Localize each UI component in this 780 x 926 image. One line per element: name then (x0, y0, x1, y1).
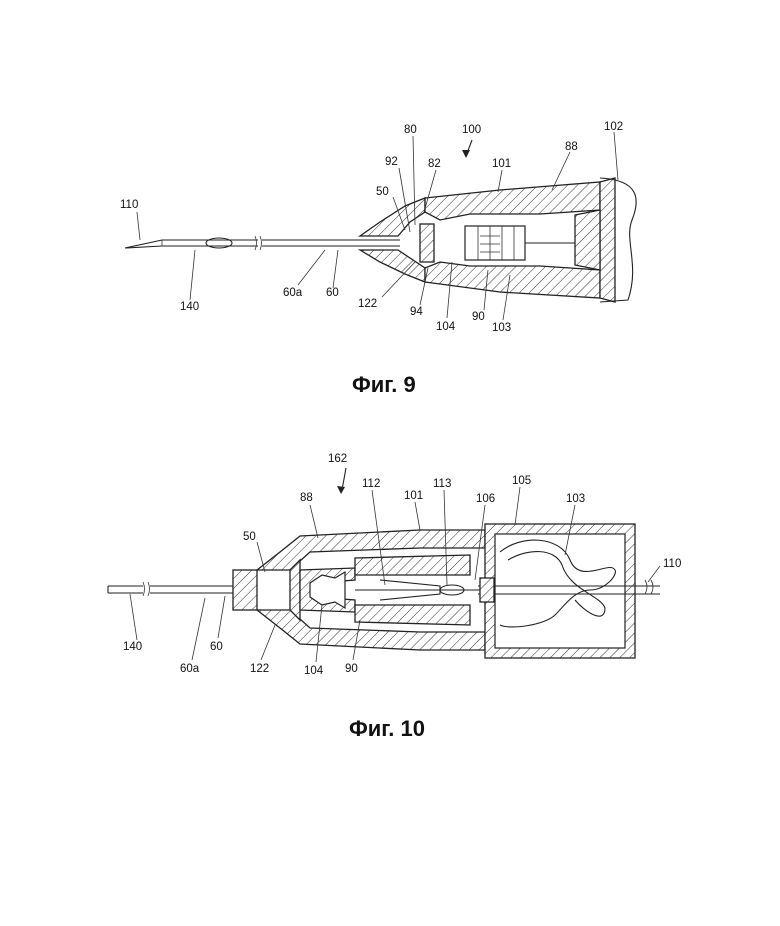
fig10-label: 106 (476, 493, 495, 505)
fig10-label: 112 (362, 478, 380, 490)
fig10-label: 162 (328, 453, 347, 465)
fig9-label: 122 (358, 298, 377, 310)
fig10-label: 110 (663, 558, 681, 570)
fig9-label: 100 (462, 124, 481, 136)
fig9-label: 92 (385, 156, 398, 168)
figure-10-caption: Фиг. 10 (349, 716, 425, 742)
fig10-label: 104 (304, 665, 324, 677)
fig9-label: 90 (472, 311, 485, 323)
fig10-label: 90 (345, 663, 358, 675)
fig9-label: 140 (180, 301, 199, 313)
fig9-label: 88 (565, 141, 578, 153)
fig9-label: 104 (436, 321, 456, 333)
fig10-label: 101 (404, 490, 423, 502)
fig9-label: 60 (326, 287, 339, 299)
fig10-label: 88 (300, 492, 313, 504)
fig10-label: 122 (250, 663, 269, 675)
fig10-needle (108, 570, 257, 610)
figure-10-drawing: 162 88 112 101 113 106 105 103 110 50 14… (108, 453, 681, 677)
fig9-label: 82 (428, 158, 441, 170)
fig10-label: 60a (180, 663, 200, 675)
fig10-hub (257, 524, 660, 658)
figure-9-caption: Фиг. 9 (352, 372, 416, 398)
fig9-label: 50 (376, 186, 389, 198)
fig10-label: 113 (433, 478, 451, 490)
fig9-label: 102 (604, 121, 623, 133)
fig9-label: 60a (283, 287, 303, 299)
fig9-label: 80 (404, 124, 417, 136)
fig9-label: 94 (410, 306, 423, 318)
fig9-label: 101 (492, 158, 511, 170)
figure-9-drawing: 110 140 60a 60 122 94 104 90 103 50 92 8… (120, 121, 636, 334)
fig9-needle (125, 236, 400, 250)
fig9-label: 110 (120, 199, 138, 211)
fig10-label: 103 (566, 493, 585, 505)
fig10-label: 60 (210, 641, 223, 653)
fig10-label: 50 (243, 531, 256, 543)
fig9-label: 103 (492, 322, 511, 334)
fig10-label: 105 (512, 475, 531, 487)
fig9-hub (360, 178, 636, 302)
fig10-label: 140 (123, 641, 142, 653)
